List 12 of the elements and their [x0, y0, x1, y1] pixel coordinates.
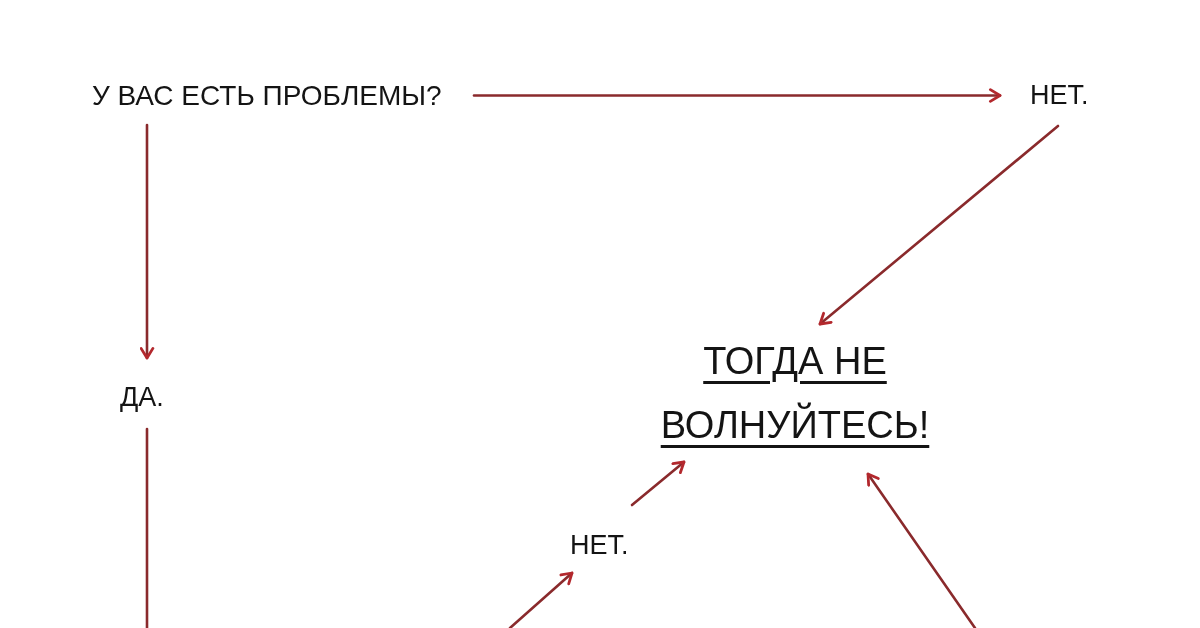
arrow	[139, 123, 155, 360]
arrow	[818, 124, 1060, 326]
connector-line	[145, 427, 149, 628]
question-text: У ВАС ЕСТЬ ПРОБЛЕМЫ?	[92, 80, 442, 111]
answer-text: НЕТ.	[570, 530, 629, 561]
conclusion-text: ТОГДА НЕ ВОЛНУЙТЕСЬ!	[635, 329, 955, 457]
answer-text: ДА.	[120, 382, 164, 413]
arrow	[630, 460, 686, 507]
arrow	[472, 88, 1002, 103]
arrow	[508, 571, 574, 628]
answer-text: НЕТ.	[1030, 80, 1089, 111]
arrow	[866, 472, 977, 628]
